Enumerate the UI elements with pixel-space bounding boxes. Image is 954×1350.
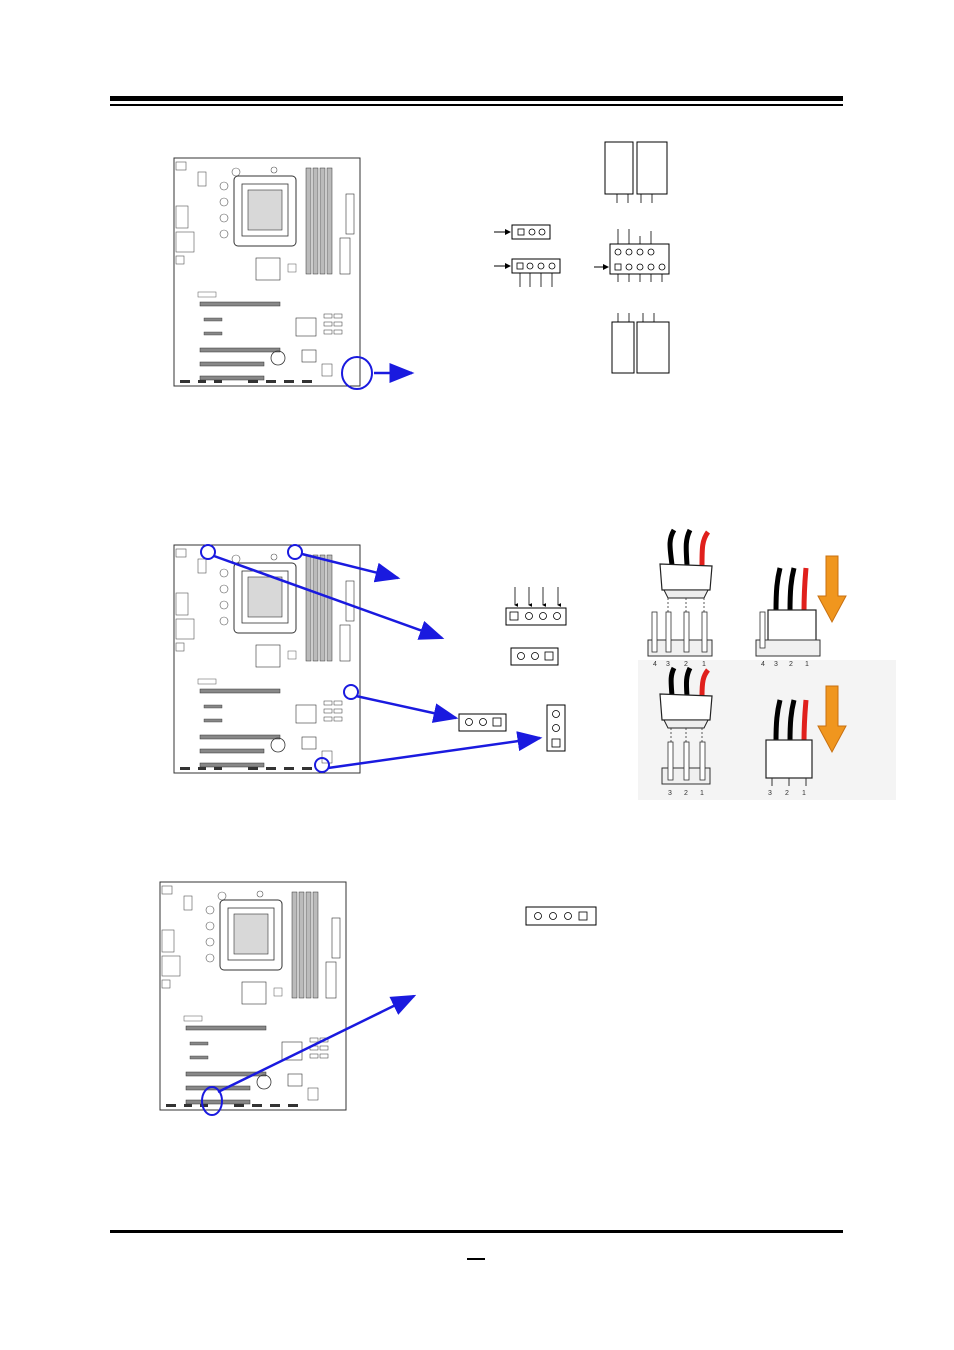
pin-number: 2 — [684, 661, 688, 668]
insert-arrow-icon — [818, 556, 846, 622]
board-figure-2 — [174, 545, 360, 773]
header-10pin — [594, 142, 669, 373]
fan-wiring-illustration: 4 3 2 1 4 3 2 1 — [638, 530, 896, 800]
svg-text:1: 1 — [802, 790, 806, 797]
fan-header-3pin — [511, 648, 558, 665]
svg-text:2: 2 — [785, 790, 789, 797]
page-number — [460, 1244, 490, 1264]
svg-text:3: 3 — [768, 790, 772, 797]
callout-arrow — [356, 696, 456, 718]
fan-plug-4pin-connected: 4 3 2 1 — [756, 556, 846, 668]
svg-text:2: 2 — [789, 661, 793, 668]
fan-header-4pin — [506, 587, 566, 625]
pin-number: 3 — [666, 661, 670, 668]
fan-plug-4pin — [648, 530, 712, 656]
pin-number: 2 — [684, 790, 688, 797]
page-number-underline — [467, 1258, 485, 1260]
fan-header-3pin-vertical — [547, 705, 565, 751]
header-4pin — [494, 259, 560, 287]
svg-text:3: 3 — [774, 661, 778, 668]
header-4pin-horizontal — [526, 907, 596, 925]
svg-text:4: 4 — [761, 661, 765, 668]
pin-number: 1 — [702, 661, 706, 668]
svg-text:1: 1 — [805, 661, 809, 668]
header-3pin — [494, 225, 550, 239]
pin-number: 3 — [668, 790, 672, 797]
pin-number: 4 — [653, 661, 657, 668]
pin-number: 1 — [700, 790, 704, 797]
footer-rule — [110, 1230, 843, 1233]
board-figure-1 — [174, 158, 360, 386]
fan-header-3pin — [459, 714, 506, 731]
